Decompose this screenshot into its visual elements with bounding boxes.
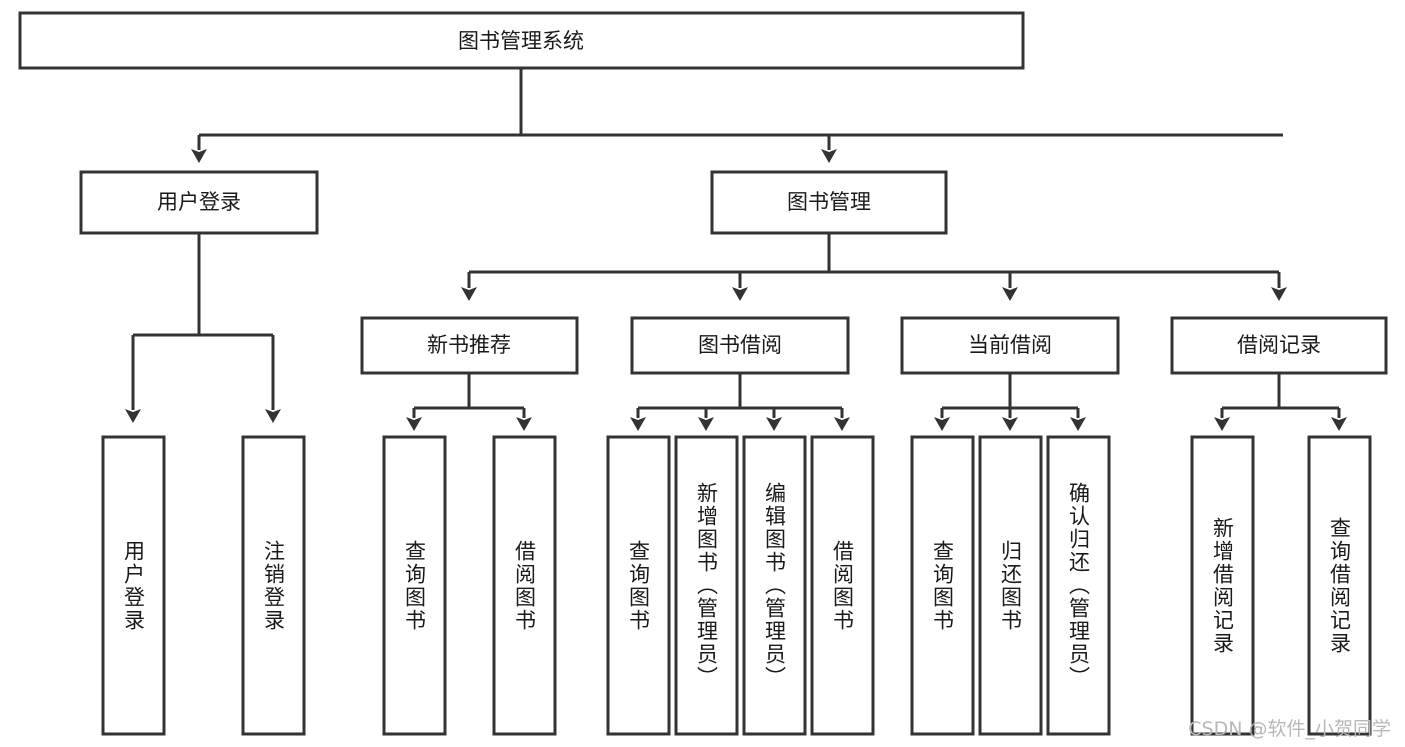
- leaf-box-borrow-book-newbook[interactable]: [492, 435, 557, 736]
- node-book-management-label: 图书管理: [787, 190, 871, 214]
- node-borrow-record[interactable]: 借阅记录: [1170, 316, 1388, 375]
- node-book-management[interactable]: 图书管理: [710, 170, 948, 235]
- node-user-login[interactable]: 用户登录: [79, 170, 319, 235]
- leaf-box-add-borrow-record[interactable]: [1190, 435, 1255, 736]
- csdn-watermark: CSDN @软件_小贺同学: [1188, 718, 1391, 740]
- node-new-book-recommend[interactable]: 新书推荐: [360, 316, 579, 375]
- node-root-system-label: 图书管理系统: [458, 29, 584, 53]
- node-book-borrow[interactable]: 图书借阅: [630, 316, 850, 375]
- leaf-box-add-book-admin[interactable]: [674, 435, 739, 736]
- node-user-login-label: 用户登录: [157, 190, 241, 214]
- leaf-box-query-book-newbook[interactable]: [382, 435, 447, 736]
- leaf-box-borrow-book[interactable]: [810, 435, 875, 736]
- node-current-borrow[interactable]: 当前借阅: [900, 316, 1120, 375]
- node-book-borrow-label: 图书借阅: [698, 333, 782, 357]
- connector-book-borrow-to-leaves: [630, 373, 850, 431]
- leaf-box-query-book-borrow[interactable]: [606, 435, 671, 736]
- leaf-box-confirm-return-admin[interactable]: [1046, 435, 1111, 736]
- leaf-box-query-book-current[interactable]: [910, 435, 975, 736]
- connector-borrow-record-to-leaves: [1214, 373, 1347, 431]
- node-root-system[interactable]: 图书管理系统: [18, 11, 1025, 70]
- connector-user-login-to-leaves: [125, 233, 281, 423]
- connector-new-book-to-leaves: [406, 373, 532, 431]
- connector-root-to-level2: [191, 68, 1283, 163]
- leaf-box-query-borrow-record[interactable]: [1307, 435, 1372, 736]
- connector-book-mgmt-to-level3: [461, 233, 1287, 301]
- node-borrow-record-label: 借阅记录: [1237, 333, 1321, 357]
- leaf-box-edit-book-admin[interactable]: [742, 435, 807, 736]
- leaf-box-user-login[interactable]: [101, 435, 166, 736]
- node-current-borrow-label: 当前借阅: [968, 333, 1052, 357]
- node-new-book-recommend-label: 新书推荐: [427, 333, 511, 357]
- connector-current-borrow-to-leaves: [934, 373, 1086, 431]
- leaf-box-return-book[interactable]: [978, 435, 1043, 736]
- leaf-box-logout[interactable]: [241, 435, 306, 736]
